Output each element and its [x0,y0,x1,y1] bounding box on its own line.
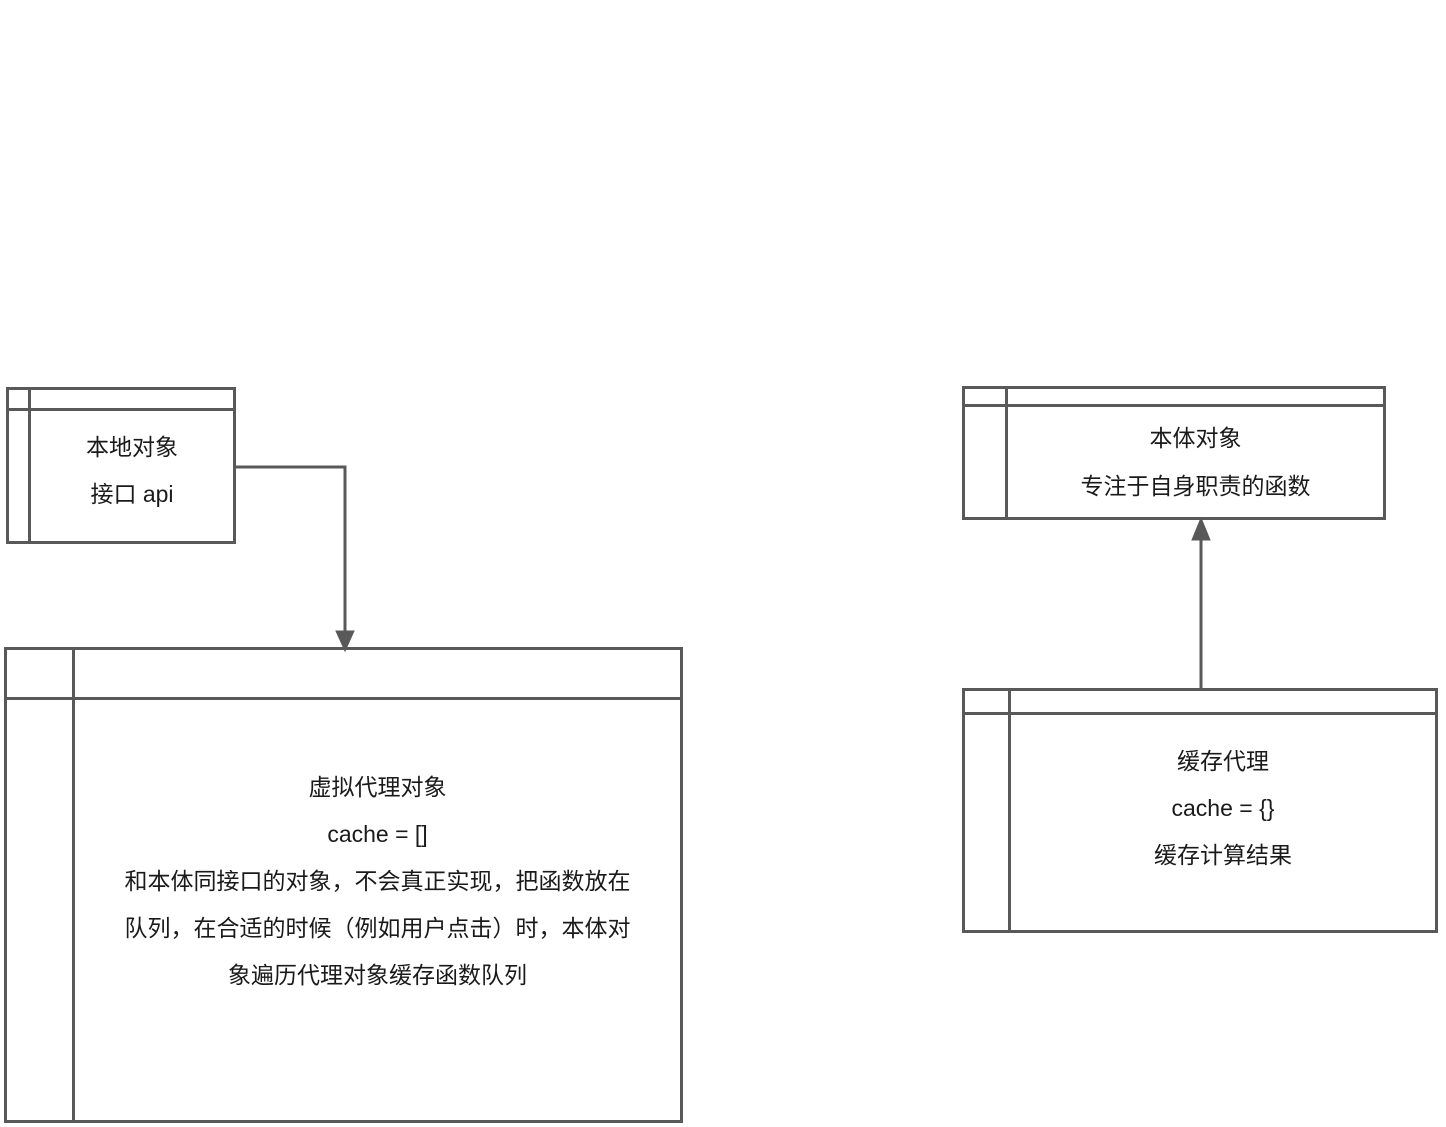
uml-box-left-compartment [965,691,1011,930]
connector-path [236,465,347,640]
uml-text-line: cache = [] [327,820,428,847]
uml-text-paragraph: 和本体同接口的对象，不会真正实现，把函数放在队列，在合适的时候（例如用户点击）时… [124,867,631,988]
arrowhead-icon [1191,516,1211,541]
uml-box-header-band [9,390,233,411]
uml-box-body: 虚拟代理对象 cache = [] 和本体同接口的对象，不会真正实现，把函数放在… [75,700,680,1120]
uml-box-header-band [965,691,1435,715]
uml-text-line: 缓存代理 [1177,748,1269,774]
uml-box-virtual-proxy[interactable]: 虚拟代理对象 cache = [] 和本体同接口的对象，不会真正实现，把函数放在… [4,647,683,1123]
uml-text-line: cache = {} [1171,795,1275,821]
uml-box-local-object[interactable]: 本地对象 接口 api [6,387,236,544]
uml-text-line: 本地对象 [86,434,178,460]
uml-box-left-compartment [965,389,1008,517]
uml-text-line: 专注于自身职责的函数 [1080,473,1311,499]
uml-text-line: 本体对象 [1149,425,1242,451]
uml-box-body: 缓存代理 cache = {} 缓存计算结果 [1011,715,1435,930]
uml-box-left-compartment [9,390,31,541]
connector-local-to-virtual-proxy[interactable] [230,455,360,660]
uml-box-header-band [965,389,1383,407]
uml-box-header-band [7,650,680,700]
uml-box-body: 本地对象 接口 api [31,411,233,541]
uml-box-cache-proxy[interactable]: 缓存代理 cache = {} 缓存计算结果 [962,688,1438,933]
uml-box-real-subject[interactable]: 本体对象 专注于自身职责的函数 [962,386,1386,520]
uml-box-left-compartment [7,650,75,1120]
uml-box-body: 本体对象 专注于自身职责的函数 [1008,407,1383,517]
uml-text-line: 缓存计算结果 [1154,842,1292,868]
uml-text-line: 接口 api [90,481,174,507]
uml-text-line: 虚拟代理对象 [308,773,447,800]
connector-cache-proxy-to-real-subject[interactable] [1185,510,1219,695]
